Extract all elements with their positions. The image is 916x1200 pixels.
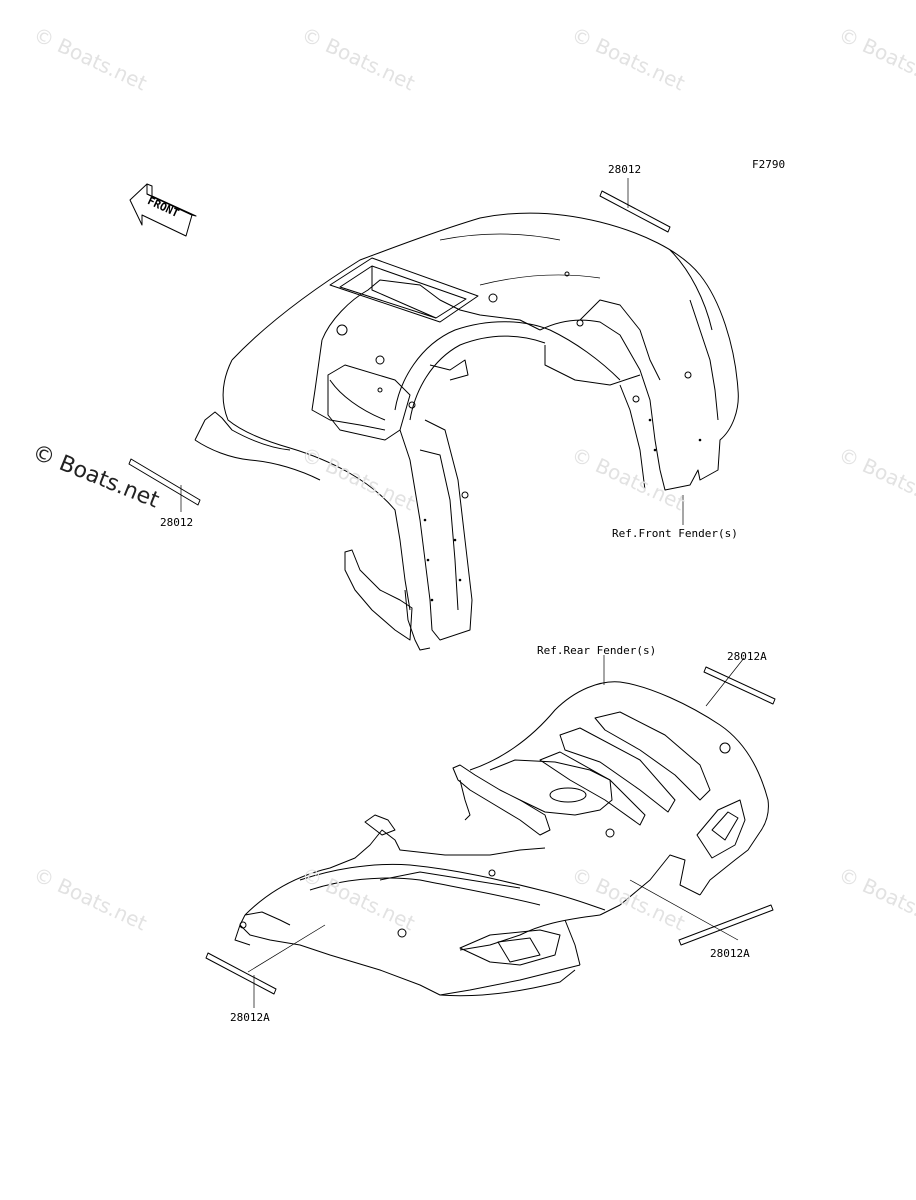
decal-28012-top: [599, 178, 671, 233]
decal-28012A-bottom-left: [205, 924, 326, 1008]
front-fender: [194, 212, 739, 651]
rear-fender-ref-label: Ref.Rear Fender(s): [537, 644, 657, 657]
front-arrow: FRONT: [129, 183, 197, 237]
part-label-28012-top: 28012: [608, 163, 642, 176]
part-label-28012A-bottom-left: 28012A: [230, 1011, 270, 1024]
decal-28012A-bottom-right: [629, 879, 774, 946]
figure-code: F2790: [752, 158, 786, 171]
front-arrow-label: FRONT: [145, 194, 181, 220]
decal-28012-left: [128, 458, 201, 512]
part-label-28012A-bottom-right: 28012A: [710, 947, 750, 960]
rear-fender: [234, 681, 769, 997]
front-fender-ref-label: Ref.Front Fender(s): [612, 527, 738, 540]
part-label-28012A-top-right: 28012A: [727, 650, 767, 663]
decal-28012A-top-right: [703, 657, 776, 707]
part-label-28012-left: 28012: [160, 516, 194, 529]
